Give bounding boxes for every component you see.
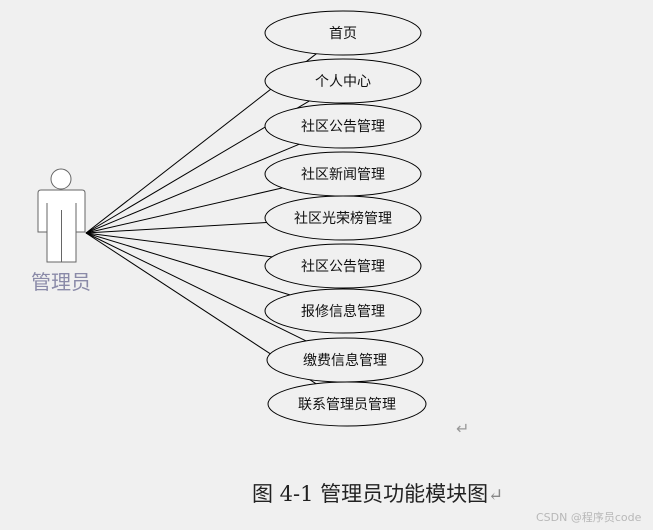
actor-label: 管理员 — [31, 270, 91, 294]
use-case: 首页 — [264, 10, 422, 56]
association-line — [85, 232, 291, 296]
association-line — [85, 232, 307, 342]
association-line — [85, 143, 300, 234]
watermark: CSDN @程序员code — [536, 511, 642, 524]
caption-text: 图 4-1 管理员功能模块图 — [252, 482, 489, 506]
use-case-ellipse — [264, 58, 422, 104]
use-case-label: 社区公告管理 — [301, 119, 385, 135]
use-case-label: 社区新闻管理 — [301, 167, 385, 183]
use-case-label: 首页 — [329, 26, 357, 42]
use-case-ellipse — [267, 381, 427, 427]
use-case: 联系管理员管理 — [267, 381, 427, 427]
figure-caption: 图 4-1 管理员功能模块图↵ — [252, 478, 503, 508]
use-case-label: 缴费信息管理 — [303, 352, 387, 369]
use-case: 社区公告管理 — [264, 243, 422, 289]
use-case-ellipse — [264, 10, 422, 56]
use-case-list: 首页个人中心社区公告管理社区新闻管理社区光荣榜管理社区公告管理报修信息管理缴费信… — [264, 10, 427, 427]
use-case: 社区公告管理 — [264, 103, 422, 149]
use-case-ellipse — [264, 243, 422, 289]
use-case: 报修信息管理 — [264, 288, 422, 334]
use-case-ellipse — [264, 103, 422, 149]
return-mark: ↵ — [488, 485, 504, 506]
use-case: 个人中心 — [264, 58, 422, 104]
use-case-ellipse — [264, 288, 422, 334]
use-case-label: 个人中心 — [315, 74, 371, 90]
use-case: 缴费信息管理 — [266, 337, 424, 383]
use-case-label: 联系管理员管理 — [298, 397, 396, 413]
use-case-label: 社区光荣榜管理 — [294, 210, 392, 227]
use-case-label: 社区公告管理 — [301, 259, 385, 275]
stick-figure-actor-icon — [37, 168, 86, 263]
use-case-label: 报修信息管理 — [301, 303, 385, 320]
association-line — [85, 232, 273, 258]
use-case: 社区光荣榜管理 — [264, 195, 422, 241]
association-line — [85, 222, 267, 234]
association-line — [85, 187, 283, 234]
actor: 管理员 — [31, 168, 91, 294]
use-case-ellipse — [264, 195, 422, 241]
paragraph-mark: ↵ — [456, 419, 470, 438]
use-case: 社区新闻管理 — [264, 151, 422, 197]
